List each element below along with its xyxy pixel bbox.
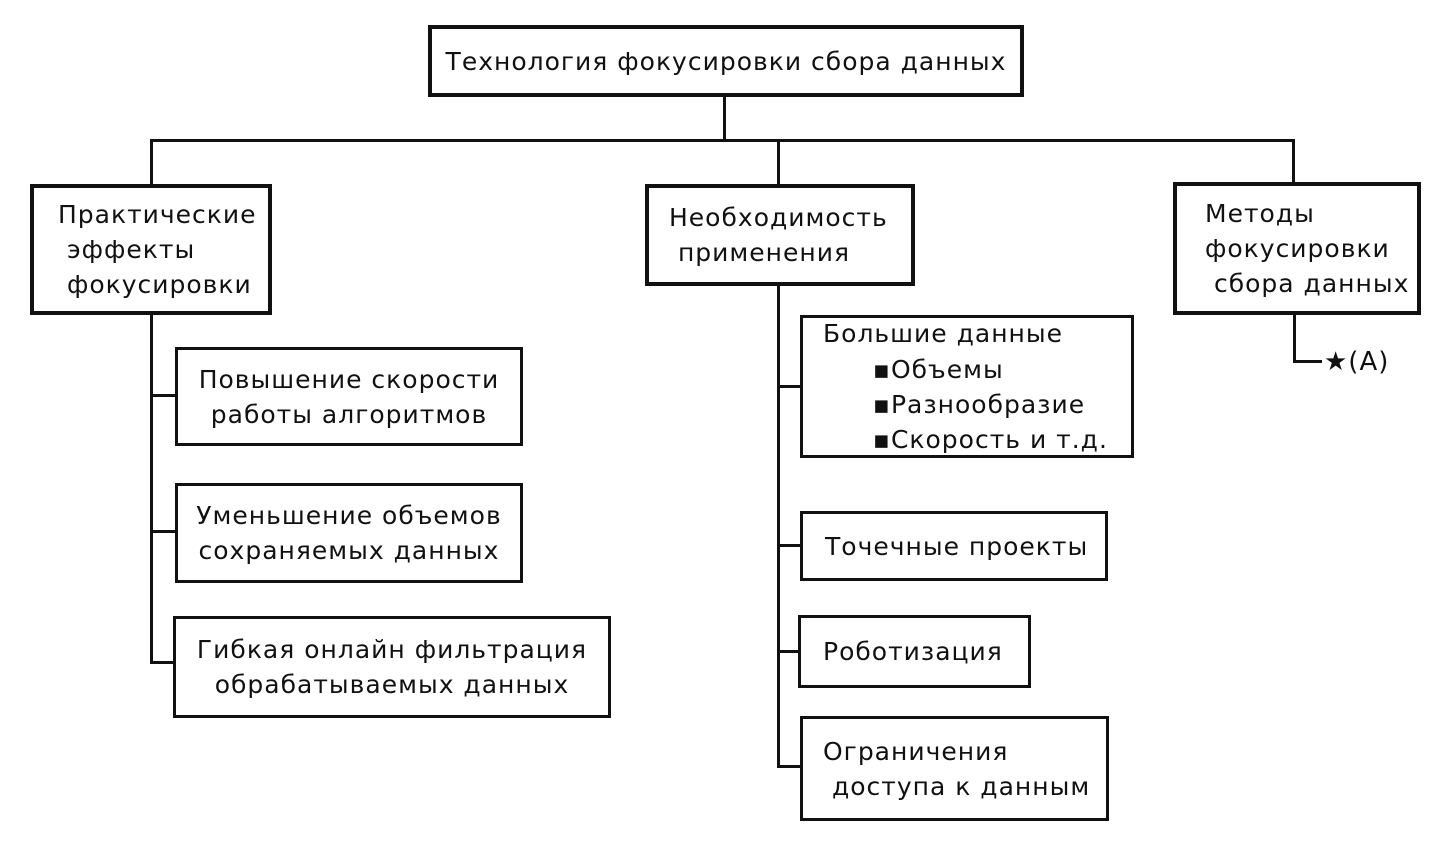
node-necessity: Необходимость применения [645,184,915,286]
node-volume-reduction-label: Уменьшение объемов сохраняемых данных [196,501,502,565]
annotation-star-a: ★(A) [1324,347,1390,377]
node-big-data-content: Большие данные ▪Объемы ▪Разнообразие ▪Ск… [803,316,1108,457]
node-robotization-label: Роботизация [823,637,1003,666]
node-root: Технология фокусировки сбора данных [428,25,1024,97]
node-big-data: Большие данные ▪Объемы ▪Разнообразие ▪Ск… [800,315,1134,458]
connector-middle-child2-stub [777,544,801,547]
connector-annotation-stub [1293,360,1322,363]
node-big-data-bullet-volumes: ▪Объемы [873,355,1004,384]
connector-right-branch-drop [1292,139,1295,183]
node-point-projects-label: Точечные проекты [825,531,1089,561]
node-robotization: Роботизация [798,615,1031,688]
connector-left-spine [150,314,153,664]
node-practical-effects-label: Практические эффекты фокусировки [58,200,257,299]
node-volume-reduction: Уменьшение объемов сохраняемых данных [175,483,523,583]
node-flexible-filtering: Гибкая онлайн фильтрация обрабатываемых … [173,616,611,718]
connector-root-drop [723,96,726,141]
node-flexible-filtering-label: Гибкая онлайн фильтрация обрабатываемых … [196,635,588,699]
connector-middle-child3-stub [777,650,801,653]
node-root-label: Технология фокусировки сбора данных [445,46,1007,76]
connector-left-child3-stub [150,661,176,664]
node-necessity-label: Необходимость применения [669,203,888,267]
node-practical-effects: Практические эффекты фокусировки [30,184,272,315]
connector-middle-spine [777,285,780,768]
node-big-data-title: Большие данные [823,319,1064,348]
node-methods: Методы фокусировки сбора данных [1173,182,1421,315]
connector-left-child2-stub [150,530,176,533]
node-point-projects: Точечные проекты [800,511,1108,581]
connector-middle-child4-stub [777,765,801,768]
connector-middle-branch-drop [777,139,780,185]
connector-right-spine [1293,314,1296,363]
connector-left-branch-drop [150,139,153,185]
connector-middle-child1-stub [777,385,801,388]
node-speed-increase-label: Повышение скорости работы алгоритмов [198,364,500,429]
node-big-data-bullet-variety: ▪Разнообразие [873,390,1086,419]
connector-bus [150,139,1295,142]
node-speed-increase: Повышение скорости работы алгоритмов [175,347,523,446]
node-methods-label: Методы фокусировки сбора данных [1205,199,1410,298]
node-access-restrictions-label: Ограничения доступа к данным [823,736,1091,801]
connector-left-child1-stub [150,394,176,397]
node-big-data-bullet-velocity: ▪Скорость и т.д. [873,425,1108,454]
node-access-restrictions: Ограничения доступа к данным [800,716,1109,821]
